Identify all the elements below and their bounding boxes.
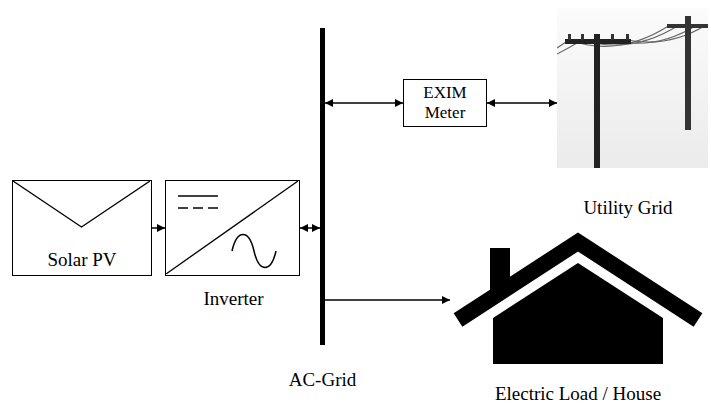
dc-ac-symbol bbox=[166, 181, 298, 274]
node-label: AC-Grid bbox=[289, 370, 357, 390]
utility-grid-picture: Utility Grid bbox=[557, 8, 708, 168]
flow-arrow bbox=[300, 227, 320, 229]
inverter-box: Inverter bbox=[165, 180, 300, 276]
node-label: Utility Grid bbox=[583, 198, 672, 218]
node-label: EXIM Meter bbox=[410, 83, 480, 123]
flow-arrow bbox=[325, 299, 450, 301]
house-load-icon: Electric Load / House bbox=[450, 232, 705, 364]
node-label: Electric Load / House bbox=[495, 384, 661, 404]
exim-meter-box: EXIM Meter bbox=[403, 79, 487, 127]
house-icon bbox=[450, 232, 705, 364]
node-label: Inverter bbox=[203, 289, 263, 309]
power-pole-illustration bbox=[557, 8, 708, 168]
flow-arrow bbox=[325, 102, 403, 104]
flow-arrow bbox=[152, 227, 165, 229]
solar-pv-box: Solar PV bbox=[12, 180, 152, 276]
ac-bus-bar: AC-Grid bbox=[320, 28, 325, 345]
node-label: Solar PV bbox=[47, 249, 116, 271]
flow-arrow bbox=[487, 102, 557, 104]
